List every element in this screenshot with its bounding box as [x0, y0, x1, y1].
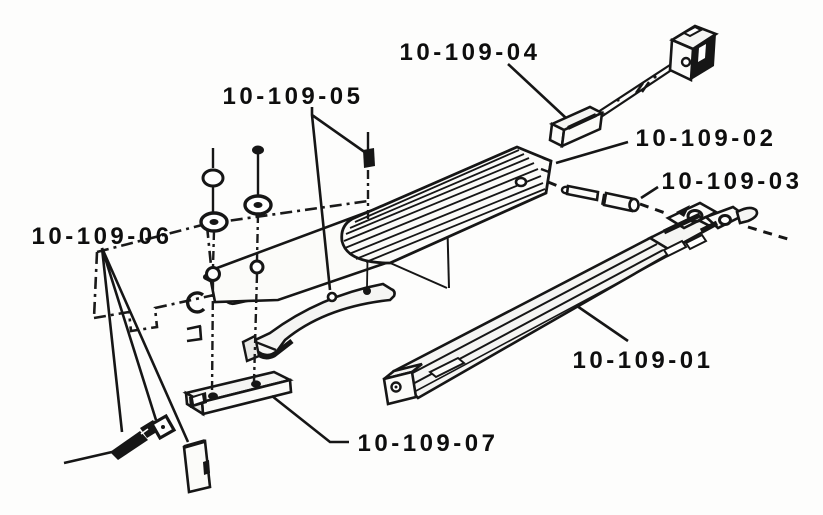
- part-label-10-109-02: 10-109-02: [636, 125, 777, 152]
- end-cap-block: [668, 24, 719, 82]
- latch-centerline: [747, 225, 792, 242]
- rail-latch: [647, 201, 759, 258]
- leader-01: [576, 304, 629, 343]
- part-labels: 10-109-01 10-109-02 10-109-03 10-109-04 …: [32, 39, 803, 457]
- leader-04: [507, 63, 567, 119]
- base-plate: [182, 370, 294, 417]
- rail-tongue: [428, 356, 466, 379]
- leader-07: [271, 394, 349, 444]
- screw-05: [363, 132, 375, 221]
- bottom-notch: [186, 324, 203, 343]
- plate-hole-left: [208, 392, 218, 400]
- arch-hole-left: [326, 291, 338, 303]
- part-label-10-109-07: 10-109-07: [358, 430, 499, 457]
- pin-centerline: [547, 180, 669, 216]
- part-label-10-109-04: 10-109-04: [400, 39, 541, 66]
- part-label-10-109-01: 10-109-01: [573, 347, 714, 374]
- cover-pin-hole: [514, 176, 528, 188]
- screw-washer-right: [243, 145, 273, 383]
- part-label-10-109-03: 10-109-03: [662, 168, 803, 195]
- pusher-block: [548, 105, 606, 149]
- ribbed-cover: [340, 145, 553, 265]
- rail-end-hole: [394, 385, 398, 389]
- spring-hooks: [635, 81, 650, 94]
- c-cutout: [185, 291, 206, 314]
- plate-hole-right: [251, 380, 261, 388]
- part-label-10-109-05: 10-109-05: [223, 83, 364, 110]
- leader-05: [310, 107, 367, 291]
- rail-assembly: [382, 201, 792, 406]
- clip-plate: [182, 439, 212, 494]
- fastener-set: [63, 413, 212, 494]
- cover-ribs: [343, 149, 546, 263]
- leader-06: [100, 247, 190, 443]
- pivot-pin: [547, 180, 669, 216]
- pusher-spring-assembly: [548, 24, 719, 149]
- leader-02: [555, 140, 629, 165]
- screw-washer-left: [199, 148, 229, 395]
- leader-lines: [100, 63, 659, 444]
- part-label-10-109-06: 10-109-06: [32, 223, 173, 250]
- leader-03: [640, 185, 659, 200]
- arch-hole-right: [363, 287, 371, 295]
